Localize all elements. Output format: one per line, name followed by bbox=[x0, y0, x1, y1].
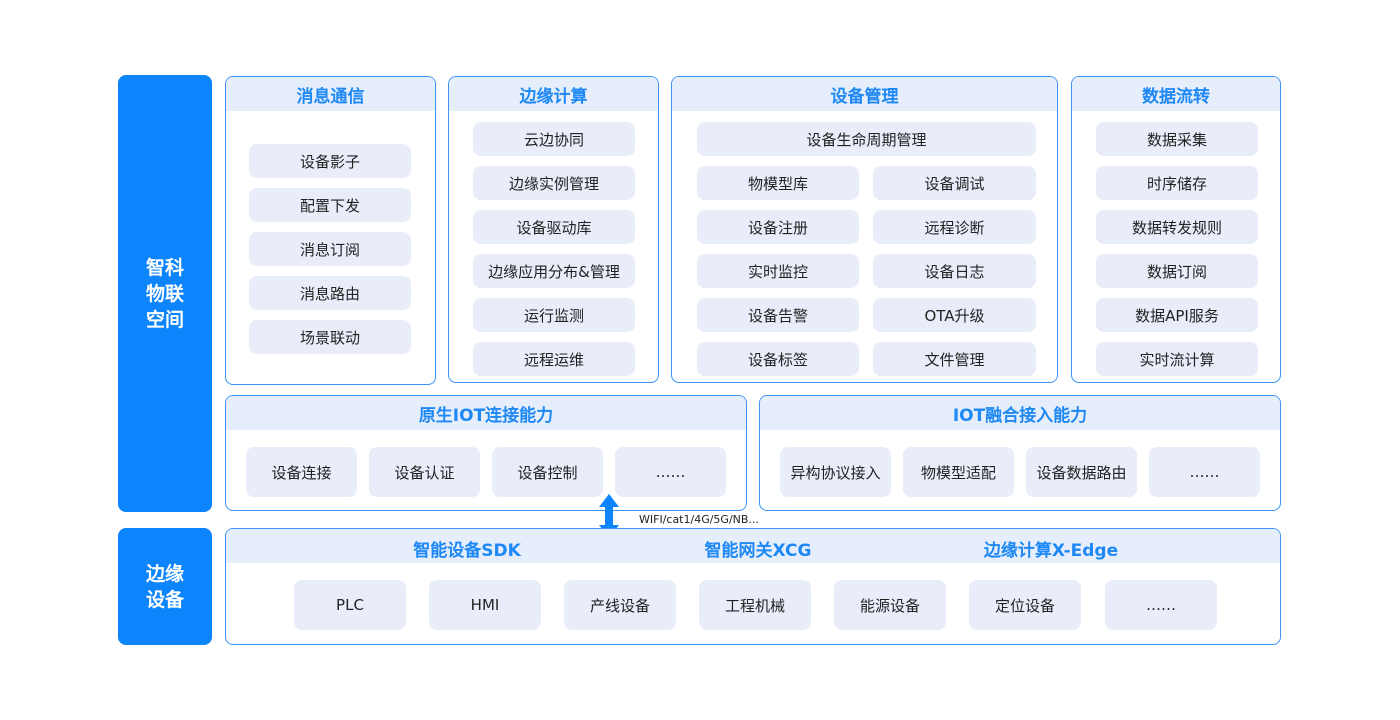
iot-fusion-title: IOT融合接入能力 bbox=[760, 396, 1280, 430]
native-iot-title: 原生IOT连接能力 bbox=[226, 396, 746, 430]
edge-device-more[interactable]: …… bbox=[1105, 580, 1217, 630]
device-management-item[interactable]: OTA升级 bbox=[873, 298, 1036, 332]
native-iot-more[interactable]: …… bbox=[615, 447, 726, 497]
native-iot-item[interactable]: 设备控制 bbox=[492, 447, 603, 497]
smart-gateway-title: 智能网关XCG bbox=[704, 541, 812, 561]
device-management-item[interactable]: 设备调试 bbox=[873, 166, 1036, 200]
device-management-item[interactable]: 设备日志 bbox=[873, 254, 1036, 288]
data-flow-title: 数据流转 bbox=[1072, 77, 1280, 111]
edge-computing-item[interactable]: 云边协同 bbox=[473, 122, 635, 156]
device-management-item[interactable]: 远程诊断 bbox=[873, 210, 1036, 244]
platform-side-label: 智科 物联 空间 bbox=[118, 75, 212, 512]
iot-fusion-item[interactable]: 设备数据路由 bbox=[1026, 447, 1137, 497]
edge-device-item[interactable]: PLC bbox=[294, 580, 406, 630]
edge-device-item[interactable]: 定位设备 bbox=[969, 580, 1081, 630]
edge-device-item[interactable]: 能源设备 bbox=[834, 580, 946, 630]
edge-computing-item[interactable]: 运行监测 bbox=[473, 298, 635, 332]
connection-protocols-text: WIFI/cat1/4G/5G/NB... bbox=[639, 513, 759, 526]
iot-fusion-panel: IOT融合接入能力 异构协议接入 物模型适配 设备数据路由 …… bbox=[759, 395, 1281, 511]
data-flow-item[interactable]: 实时流计算 bbox=[1096, 342, 1258, 376]
edge-computing-item[interactable]: 设备驱动库 bbox=[473, 210, 635, 244]
device-lifecycle-item[interactable]: 设备生命周期管理 bbox=[697, 122, 1036, 156]
edge-label-line-2: 设备 bbox=[145, 588, 184, 611]
messaging-item[interactable]: 配置下发 bbox=[249, 188, 411, 222]
edge-devices-panel: 智能设备SDK 智能网关XCG 边缘计算X-Edge PLC HMI 产线设备 … bbox=[225, 528, 1281, 645]
device-management-item[interactable]: 文件管理 bbox=[873, 342, 1036, 376]
bidirectional-arrow-icon bbox=[599, 494, 619, 538]
iot-fusion-item[interactable]: 物模型适配 bbox=[903, 447, 1014, 497]
smart-device-sdk-title: 智能设备SDK bbox=[413, 541, 521, 561]
native-iot-item[interactable]: 设备认证 bbox=[369, 447, 480, 497]
device-management-item[interactable]: 实时监控 bbox=[697, 254, 859, 288]
messaging-item[interactable]: 场景联动 bbox=[249, 320, 411, 354]
edge-side-label: 边缘 设备 bbox=[118, 528, 212, 645]
edge-device-item[interactable]: HMI bbox=[429, 580, 541, 630]
edge-computing-item[interactable]: 边缘应用分布&管理 bbox=[473, 254, 635, 288]
data-flow-item[interactable]: 数据API服务 bbox=[1096, 298, 1258, 332]
device-management-title: 设备管理 bbox=[672, 77, 1057, 111]
edge-devices-header: 智能设备SDK 智能网关XCG 边缘计算X-Edge bbox=[226, 529, 1280, 563]
device-management-item[interactable]: 设备告警 bbox=[697, 298, 859, 332]
iot-fusion-more[interactable]: …… bbox=[1149, 447, 1260, 497]
edge-computing-xedge-title: 边缘计算X-Edge bbox=[983, 541, 1119, 561]
edge-device-item[interactable]: 产线设备 bbox=[564, 580, 676, 630]
edge-computing-item[interactable]: 边缘实例管理 bbox=[473, 166, 635, 200]
messaging-item[interactable]: 消息订阅 bbox=[249, 232, 411, 266]
messaging-panel: 消息通信 设备影子 配置下发 消息订阅 消息路由 场景联动 bbox=[225, 76, 436, 385]
device-management-item[interactable]: 设备注册 bbox=[697, 210, 859, 244]
edge-computing-item[interactable]: 远程运维 bbox=[473, 342, 635, 376]
native-iot-panel: 原生IOT连接能力 设备连接 设备认证 设备控制 …… bbox=[225, 395, 747, 511]
edge-computing-panel: 边缘计算 云边协同 边缘实例管理 设备驱动库 边缘应用分布&管理 运行监测 远程… bbox=[448, 76, 659, 383]
data-flow-item[interactable]: 数据转发规则 bbox=[1096, 210, 1258, 244]
data-flow-item[interactable]: 时序储存 bbox=[1096, 166, 1258, 200]
native-iot-item[interactable]: 设备连接 bbox=[246, 447, 357, 497]
platform-label-line-3: 空间 bbox=[145, 308, 184, 331]
data-flow-item[interactable]: 数据订阅 bbox=[1096, 254, 1258, 288]
device-management-item[interactable]: 设备标签 bbox=[697, 342, 859, 376]
edge-label-line-1: 边缘 bbox=[145, 562, 184, 585]
device-management-panel: 设备管理 设备生命周期管理 物模型库 设备注册 实时监控 设备告警 设备标签 设… bbox=[671, 76, 1058, 383]
data-flow-panel: 数据流转 数据采集 时序储存 数据转发规则 数据订阅 数据API服务 实时流计算 bbox=[1071, 76, 1281, 383]
edge-computing-title: 边缘计算 bbox=[449, 77, 658, 111]
messaging-title: 消息通信 bbox=[226, 77, 435, 111]
iot-fusion-item[interactable]: 异构协议接入 bbox=[780, 447, 891, 497]
device-management-item[interactable]: 物模型库 bbox=[697, 166, 859, 200]
data-flow-item[interactable]: 数据采集 bbox=[1096, 122, 1258, 156]
messaging-item[interactable]: 设备影子 bbox=[249, 144, 411, 178]
platform-label-line-1: 智科 bbox=[145, 256, 184, 279]
messaging-item[interactable]: 消息路由 bbox=[249, 276, 411, 310]
platform-label-line-2: 物联 bbox=[145, 282, 184, 305]
edge-device-item[interactable]: 工程机械 bbox=[699, 580, 811, 630]
